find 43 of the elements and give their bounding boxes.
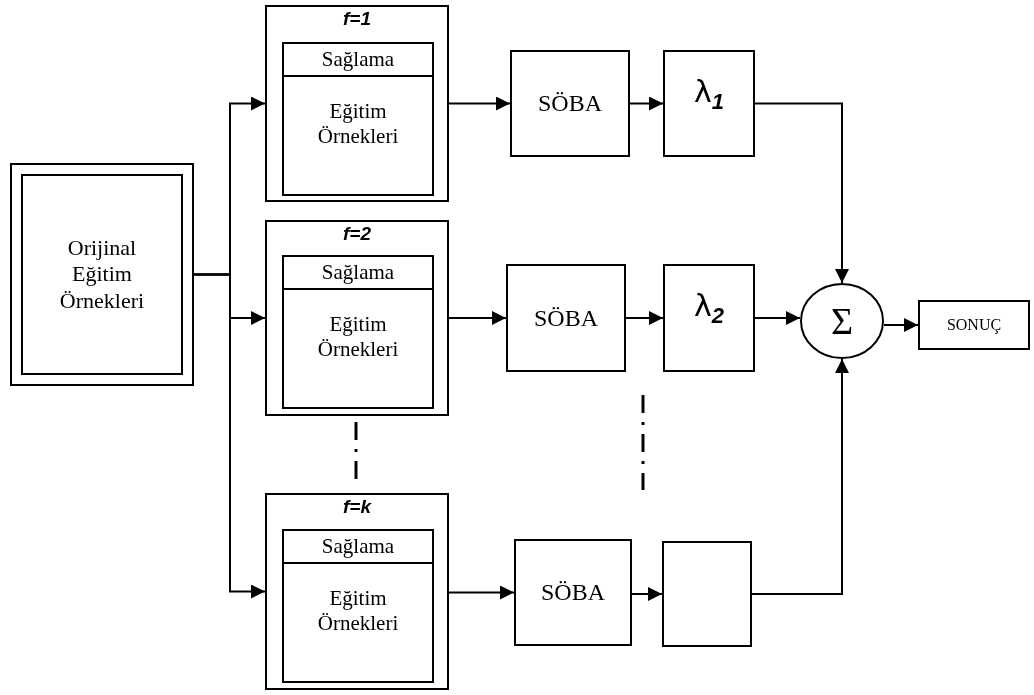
arrow <box>448 311 507 325</box>
arrow <box>448 96 511 111</box>
node-label: Orijinal Eğitim Örnekleri <box>58 234 146 315</box>
arrow <box>629 96 664 111</box>
arrow <box>754 311 801 325</box>
arrow <box>754 102 849 284</box>
fold-panel <box>265 220 449 416</box>
node-label: SÖBA <box>541 579 605 606</box>
fold-label: f=2 <box>342 224 372 245</box>
header-label: Sağlama <box>284 257 432 290</box>
process-box <box>510 50 630 157</box>
node-label: λ$_{1}$ <box>693 74 725 115</box>
fold-panel <box>265 5 449 202</box>
weight-box <box>663 264 755 372</box>
result-box <box>918 300 1030 350</box>
sum-circle <box>800 283 884 359</box>
body-label: Eğitim Örnekleri <box>316 311 400 363</box>
process-box <box>662 541 752 647</box>
node-label: λ$_{2}$ <box>693 288 725 329</box>
arrow <box>751 358 849 595</box>
body-label: Eğitim Örnekleri <box>316 98 400 150</box>
arrow <box>448 585 515 600</box>
weight-box <box>663 50 755 157</box>
header-label: Sağlama <box>284 531 432 564</box>
fold-panel <box>265 493 449 690</box>
node-label: SONUÇ <box>946 316 1002 334</box>
body-label: Eğitim Örnekleri <box>316 585 400 637</box>
process-box <box>514 539 632 646</box>
node-label: SÖBA <box>538 90 602 117</box>
arrow <box>193 273 266 599</box>
data-box <box>10 163 194 386</box>
process-box <box>506 264 626 372</box>
sample-box <box>282 255 434 409</box>
arrow <box>631 587 663 601</box>
fold-label: f=k <box>342 497 373 518</box>
fold-label: f=1 <box>342 9 372 30</box>
sample-box <box>282 529 434 683</box>
sum-symbol: Σ <box>830 299 854 343</box>
node-label: SÖBA <box>534 304 598 332</box>
header-label: Sağlama <box>284 44 432 77</box>
arrow <box>883 318 919 332</box>
arrow <box>625 311 664 325</box>
sample-box <box>282 42 434 196</box>
